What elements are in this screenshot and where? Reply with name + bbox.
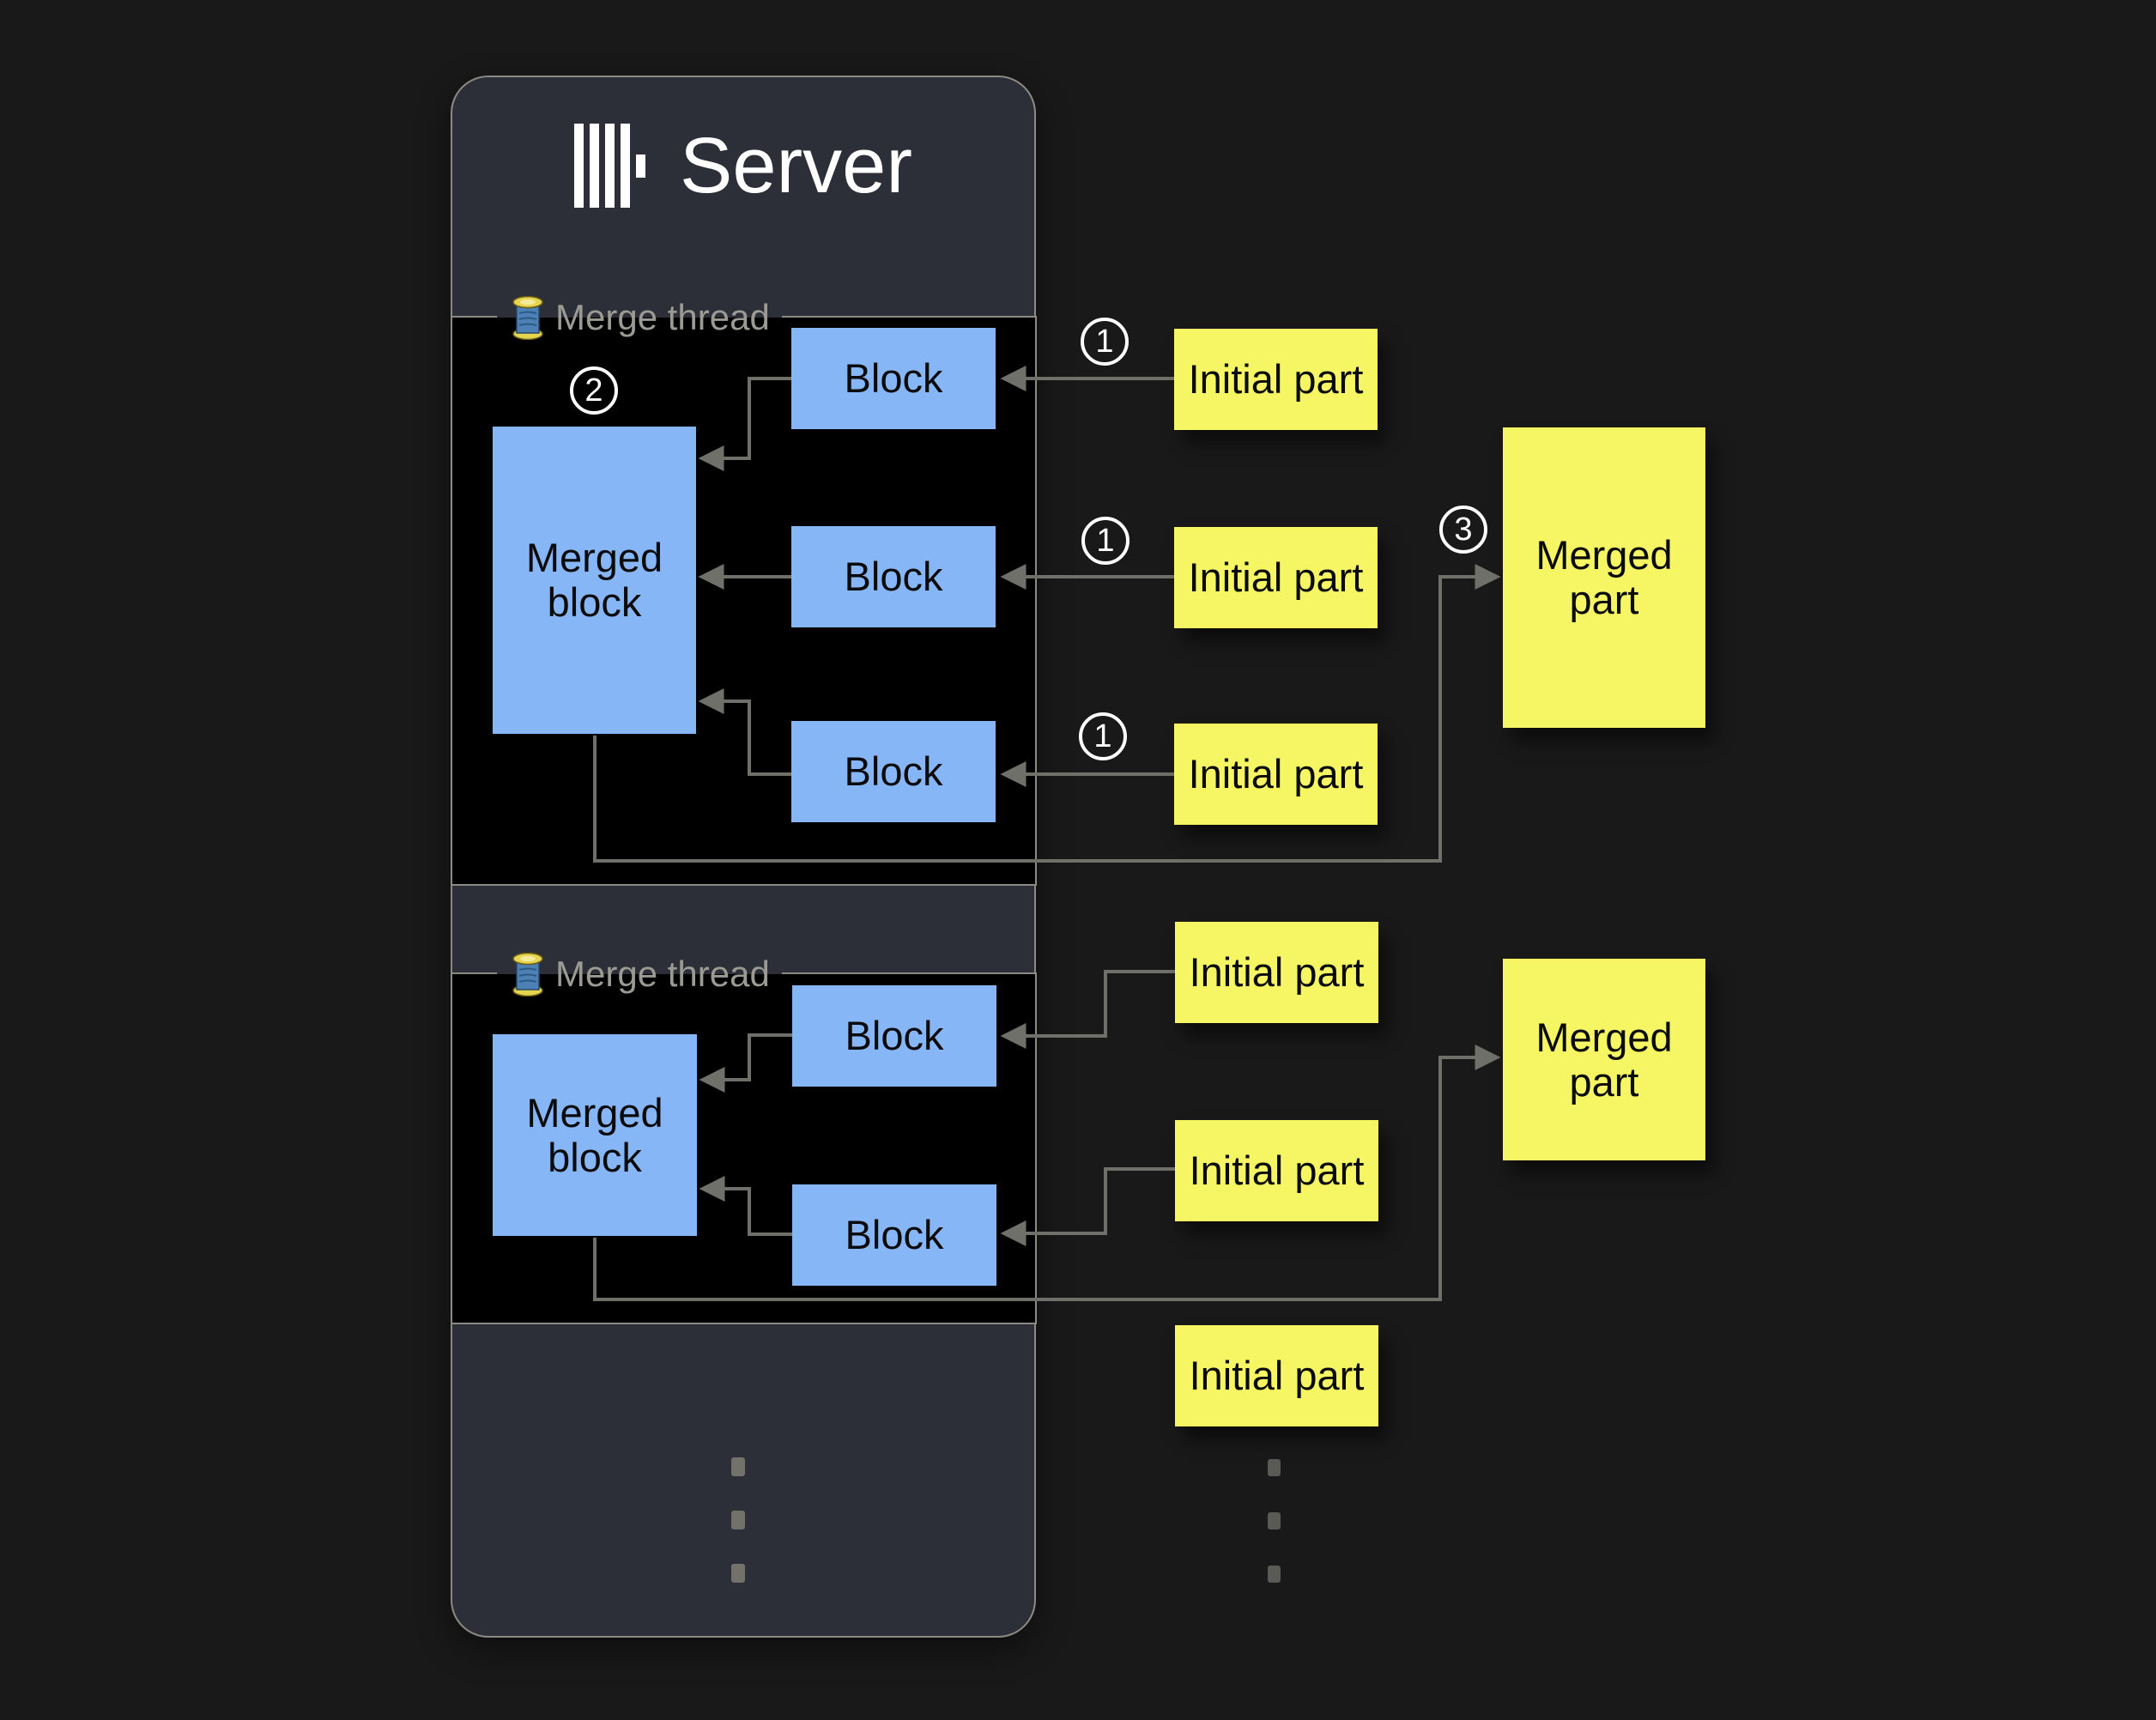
ellipsis-dot (1268, 1459, 1281, 1476)
step-badge-1c: 1 (1079, 712, 1127, 760)
merged-part-1: Merged part (1503, 427, 1705, 728)
merged-block-2: Merged block (493, 1034, 697, 1236)
merge-thread-legend-1: Merge thread (497, 295, 782, 340)
thread-spool-icon (512, 295, 543, 340)
initial-part-5: Initial part (1175, 1120, 1378, 1221)
ellipsis-dot (1268, 1512, 1281, 1529)
ellipsis-dot (1268, 1566, 1281, 1583)
initial-part-2: Initial part (1174, 527, 1378, 628)
block-1: Block (791, 328, 996, 429)
ellipsis-dot (731, 1511, 745, 1529)
ellipsis-dot (731, 1564, 745, 1583)
block-2: Block (791, 526, 996, 627)
initial-part-4: Initial part (1175, 922, 1378, 1023)
block-3: Block (791, 721, 996, 822)
merge-thread-label: Merge thread (555, 297, 770, 337)
step-badge-2: 2 (570, 366, 618, 415)
thread-spool-icon (512, 952, 543, 996)
initial-part-1: Initial part (1174, 329, 1378, 430)
initial-part-6: Initial part (1175, 1325, 1378, 1426)
server-header: Server (451, 101, 1036, 230)
server-title: Server (680, 122, 912, 209)
ellipsis-dot (731, 1457, 745, 1476)
step-badge-1a: 1 (1081, 318, 1129, 366)
merged-block-1: Merged block (493, 427, 696, 734)
clickhouse-logo-icon (574, 124, 646, 208)
initial-part-3: Initial part (1174, 724, 1378, 825)
step-badge-1b: 1 (1081, 517, 1129, 565)
merged-part-2: Merged part (1503, 959, 1705, 1160)
merge-thread-legend-2: Merge thread (497, 952, 782, 996)
merge-thread-label: Merge thread (555, 954, 770, 994)
step-badge-3: 3 (1439, 506, 1487, 554)
block-5: Block (792, 1184, 996, 1286)
block-4: Block (792, 985, 996, 1087)
